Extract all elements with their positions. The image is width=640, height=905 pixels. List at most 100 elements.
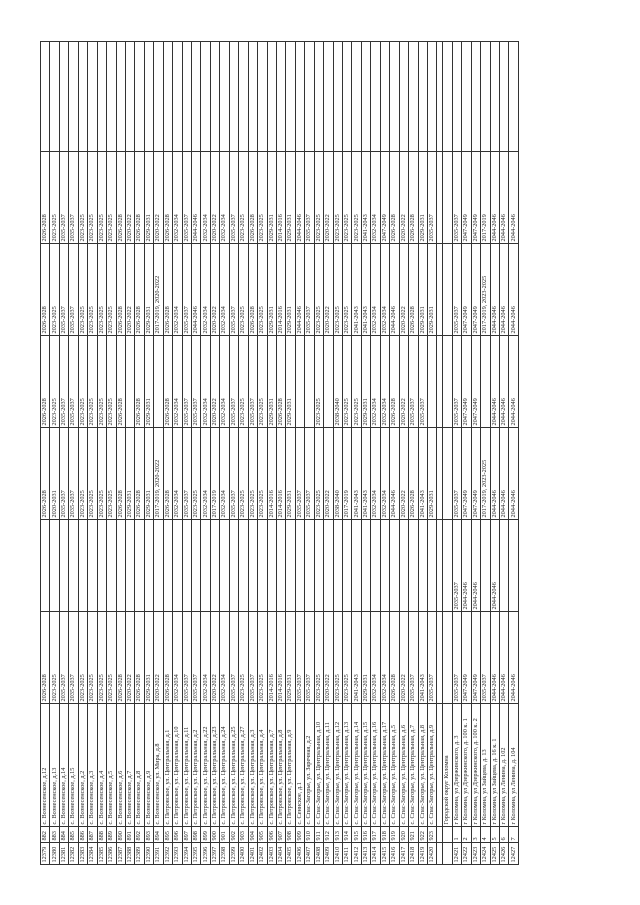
table-cell: с. Спас-Загорье, ул. Центральная, д.10 (314, 703, 324, 827)
table-cell: 893 (144, 826, 154, 843)
table-cell (295, 335, 305, 428)
table-cell: 2023-2025 (78, 243, 88, 336)
table-cell: 2035-2037 (182, 611, 192, 704)
table-cell: 2023-2025 (238, 427, 249, 520)
table-cell: с. Вознесенское, д.2 (78, 703, 88, 827)
table-cell: 2044-2046 (471, 519, 481, 612)
table-cell: 2044-2046 (499, 151, 509, 244)
table-cell (134, 519, 145, 612)
table-cell: 2029-2031 (427, 243, 437, 336)
table-cell: 2032-2034 (172, 335, 183, 428)
table-cell: 2023-2025 (238, 335, 249, 428)
table-cell: 2020-2022 (125, 151, 135, 244)
table-cell: 2023-2025 (257, 427, 267, 520)
table-cell: 2020-2022 (210, 243, 220, 336)
table-cell: с. Вознесенское, д.7 (125, 703, 135, 827)
table-cell: 887 (87, 826, 98, 843)
table-cell (200, 519, 211, 612)
table-cell: с. Петровское, ул. Центральная, д.10 (172, 703, 183, 827)
table-cell: 12407 (304, 842, 315, 865)
table-cell: 2023-2025 (333, 151, 343, 244)
table-cell: 2044-2046 (490, 519, 500, 612)
table-cell: с. Спас-Загорье, ул. Центральная, д.13 (342, 703, 352, 827)
table-cell: 12398 (219, 842, 230, 865)
table-cell: с. Вознесенское, д.13 (49, 703, 60, 827)
table-cell: 12412 (351, 842, 362, 865)
table-cell: 2026-2028 (248, 243, 258, 336)
table-cell: 12420 (427, 842, 437, 865)
table-cell: 12415 (380, 842, 390, 865)
table-cell: 2023-2025 (106, 611, 116, 704)
table-cell: 2032-2034 (172, 243, 183, 336)
table-cell: 2044-2046 (508, 243, 519, 336)
table-cell: 886 (78, 826, 88, 843)
table-cell: 2026-2028 (408, 151, 418, 244)
table-cell: 2041-2043 (418, 427, 428, 520)
table-cell: 2047-2049 (380, 151, 390, 244)
table-cell (125, 519, 135, 612)
table-cell: 2026-2028 (40, 335, 50, 428)
table-cell (238, 41, 249, 152)
table-cell: 2023-2025 (333, 243, 343, 336)
table-cell: 2020-2022 (323, 151, 334, 244)
table-cell: 2032-2034 (380, 243, 390, 336)
table-cell: 2023-2025 (87, 243, 98, 336)
table-cell: 7 (508, 826, 519, 843)
table-cell: 2020-2022 (125, 243, 135, 336)
table-cell: 923 (427, 826, 437, 843)
table-cell (276, 519, 286, 612)
table-cell: 2035-2037 (304, 243, 315, 336)
table-cell (442, 826, 453, 843)
table-cell: 916 (361, 826, 371, 843)
table-cell: 2044-2046 (508, 611, 519, 704)
table-cell: 2032-2034 (172, 427, 183, 520)
table-cell: 2026-2028 (116, 243, 126, 336)
table-cell: 2020-2022 (210, 151, 220, 244)
table-cell: 2044-2046 (490, 427, 500, 520)
table-cell: 903 (238, 826, 249, 843)
table-cell: 2023-2025 (351, 335, 362, 428)
table-cell: 2014-2016 (276, 151, 286, 244)
table-cell (97, 41, 107, 152)
table-cell: 12390 (144, 842, 154, 865)
table-cell (304, 519, 315, 612)
table-cell (257, 519, 267, 612)
table-cell: 919 (389, 826, 400, 843)
table-cell: 2032-2034 (370, 243, 381, 336)
table-cell (499, 41, 509, 152)
table-cell (87, 41, 98, 152)
table-cell: 2038-2040 (333, 427, 343, 520)
table-cell: с. Спас-Загорье, ул. Центральная, д.7 (408, 703, 418, 827)
table-cell (144, 519, 154, 612)
table-cell: 2032-2034 (219, 427, 230, 520)
table-cell: 12389 (134, 842, 145, 865)
table-cell: 2029-2031 (144, 151, 154, 244)
table-cell: 2026-2028 (116, 335, 126, 428)
table-cell: 2044-2046 (499, 335, 509, 428)
table-cell (134, 41, 145, 152)
table-cell: 2035-2037 (229, 243, 239, 336)
table-cell: 2026-2028 (248, 151, 258, 244)
table-cell: 2035-2037 (427, 151, 437, 244)
table-cell: с. Спас-Загорье, ул. Центральная, д.8 (418, 703, 428, 827)
table-cell (200, 41, 211, 152)
table-cell: 2020-2031 (49, 427, 60, 520)
table-cell: 2026-2028 (389, 335, 400, 428)
table-cell (172, 41, 183, 152)
table-cell: 2032-2034 (200, 243, 211, 336)
table-cell: 2023-2025 (342, 243, 352, 336)
table-cell: с. Петровское, ул. Центральная, д.3 (248, 703, 258, 827)
table-cell: 12414 (370, 842, 381, 865)
table-cell: 2020-2022 (210, 611, 220, 704)
table-cell (78, 519, 88, 612)
